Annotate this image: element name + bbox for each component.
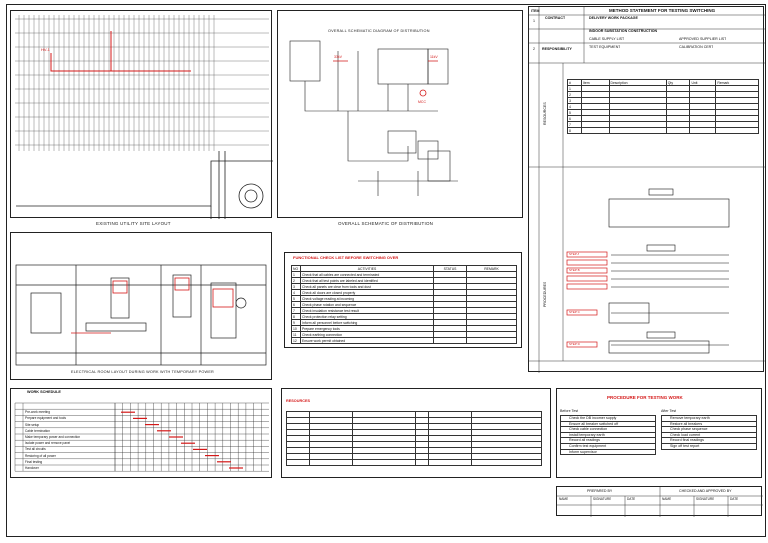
procedure-step: Install temporary earth — [560, 432, 656, 439]
signoff-column-label: NAME — [662, 497, 672, 501]
resources-table — [286, 411, 542, 466]
method-sub-4: CALIBRATION CERT — [679, 45, 714, 49]
method-statement-lines — [529, 7, 765, 373]
checklist-row-no: 12 — [291, 337, 301, 344]
procedure-step: Confirm test equipment — [560, 443, 656, 450]
method-row-1-value: DELIVERY WORK PACKAGE — [589, 16, 638, 20]
signoff-column-label: SIGNATURE — [696, 497, 715, 501]
procedure-step: Check phase sequence — [661, 427, 757, 433]
schematic-drawing: 33kV 11kV MCC — [289, 40, 458, 196]
resources-panel: RESOURCES — [281, 388, 551, 478]
svg-text:11kV: 11kV — [430, 55, 438, 59]
signoff-left-head: PREPARED BY — [587, 489, 613, 493]
flow-label-d: STEP D — [569, 342, 580, 346]
procedure-step: Inform supervisor — [560, 449, 656, 456]
svg-text:MCC: MCC — [418, 100, 426, 104]
floor-plan-caption: ELECTRICAL ROOM LAYOUT DURING WORK WITH … — [71, 370, 214, 374]
signoff-column-label: NAME — [559, 497, 569, 501]
procedure-step: Record final readings — [661, 438, 757, 444]
checklist-row-activity: Ensure work permit obtained — [300, 337, 434, 344]
method-row-2-value: INDOOR SUBSTATION CONSTRUCTION — [589, 29, 658, 33]
gantt-task: Pre-work meeting — [25, 410, 50, 415]
gantt-task: Isolate power and remove panel — [25, 441, 71, 446]
site-layout-drawing: HV-1 — [15, 15, 273, 219]
signoff-column-label: SIGNATURE — [593, 497, 612, 501]
site-layout-caption: EXISTING UTILITY SITE LAYOUT — [96, 221, 171, 226]
signoff-column-label: DATE — [627, 497, 636, 501]
procedure-step: Check load current — [661, 432, 757, 439]
gantt-task: Final testing — [25, 459, 43, 464]
procedure-step: Check the DB incomer supply — [560, 415, 656, 422]
schematic-panel: OVERALL SCHEMATIC DIAGRAM OF DISTRIBUTIO… — [277, 10, 523, 226]
signoff-right-head: CHECKED AND APPROVED BY — [679, 489, 732, 493]
floor-plan-panel: ELECTRICAL ROOM LAYOUT DURING WORK WITH … — [10, 232, 272, 380]
gantt-grid — [14, 402, 269, 472]
procedure-left-head: Before Test — [560, 409, 579, 413]
gantt-task: Handover — [25, 466, 39, 470]
procedure-step: Record all readings — [560, 438, 656, 444]
floor-plan-drawing — [15, 264, 267, 366]
procedure-step: Restore all breakers — [661, 421, 757, 428]
procedure-right-head: After Test — [661, 409, 677, 413]
gantt-task: Test all circuits — [25, 447, 46, 452]
method-statement-col-no: ITEM — [531, 9, 540, 13]
gantt-task: Prepare equipment and tools — [25, 416, 66, 421]
method-row-1-label: CONTRACT — [545, 16, 566, 20]
method-sub-1: CABLE SUPPLY LIST — [589, 37, 625, 41]
svg-text:HV-1: HV-1 — [41, 47, 51, 52]
gantt-task: Site setup — [25, 422, 40, 427]
schematic-title: OVERALL SCHEMATIC DIAGRAM OF DISTRIBUTIO… — [328, 29, 430, 33]
method-sub-2: APPROVED SUPPLIER LIST — [679, 37, 727, 41]
method-row-1-no: 1 — [533, 19, 535, 23]
gantt-task: Restoring of all power — [25, 453, 56, 458]
method-row-2-no: 2 — [533, 47, 535, 51]
flow-label-c: STEP C — [569, 310, 580, 314]
method-row-2-label: RESPONSIBILITY — [542, 47, 572, 51]
svg-text:33kV: 33kV — [334, 55, 343, 59]
flow-label-b: STEP B — [569, 268, 580, 272]
gantt-task: Make temporary power and connection — [25, 435, 81, 439]
procedure-step: Check cable connection — [560, 427, 656, 433]
procedure-step: Sign off test report — [661, 443, 757, 450]
method-statement-panel: ITEM METHOD STATEMENT FOR TESTING SWITCH… — [528, 6, 765, 373]
procedure-step: Remove temporary earth — [661, 415, 757, 422]
checklist-title: FUNCTIONAL CHECK LIST BEFORE SWITCHING O… — [293, 255, 399, 260]
method-statement-title: METHOD STATEMENT FOR TESTING SWITCHING — [609, 8, 716, 13]
signoff-panel: PREPARED BY CHECKED AND APPROVED BY NAME… — [556, 486, 763, 517]
signoff-grid — [557, 487, 763, 517]
gantt-task: Cable termination — [25, 428, 50, 433]
procedure-panel: PROCEDURE FOR TESTING WORK Before Test A… — [556, 388, 762, 478]
procedure-step: Ensure all breaker switched off — [560, 421, 656, 428]
method-sub-3: TEST EQUIPMENT — [589, 45, 621, 49]
method-flowchart — [566, 188, 730, 354]
checklist-panel: FUNCTIONAL CHECK LIST BEFORE SWITCHING O… — [284, 252, 522, 348]
signoff-column-label: DATE — [730, 497, 739, 501]
gantt-title: WORK SCHEDULE — [27, 390, 61, 394]
resources-title: RESOURCES — [286, 399, 311, 403]
site-layout-panel: HV-1 EXISTING UTILITY SITE LAYOUT — [10, 10, 273, 226]
schematic-caption: OVERALL SCHEMATIC OF DISTRIBUTION — [338, 221, 434, 226]
checklist-row-remark — [466, 337, 517, 344]
flow-label-a: STEP A — [569, 252, 580, 256]
checklist-row-status — [433, 337, 467, 344]
procedure-title: PROCEDURE FOR TESTING WORK — [607, 395, 683, 400]
